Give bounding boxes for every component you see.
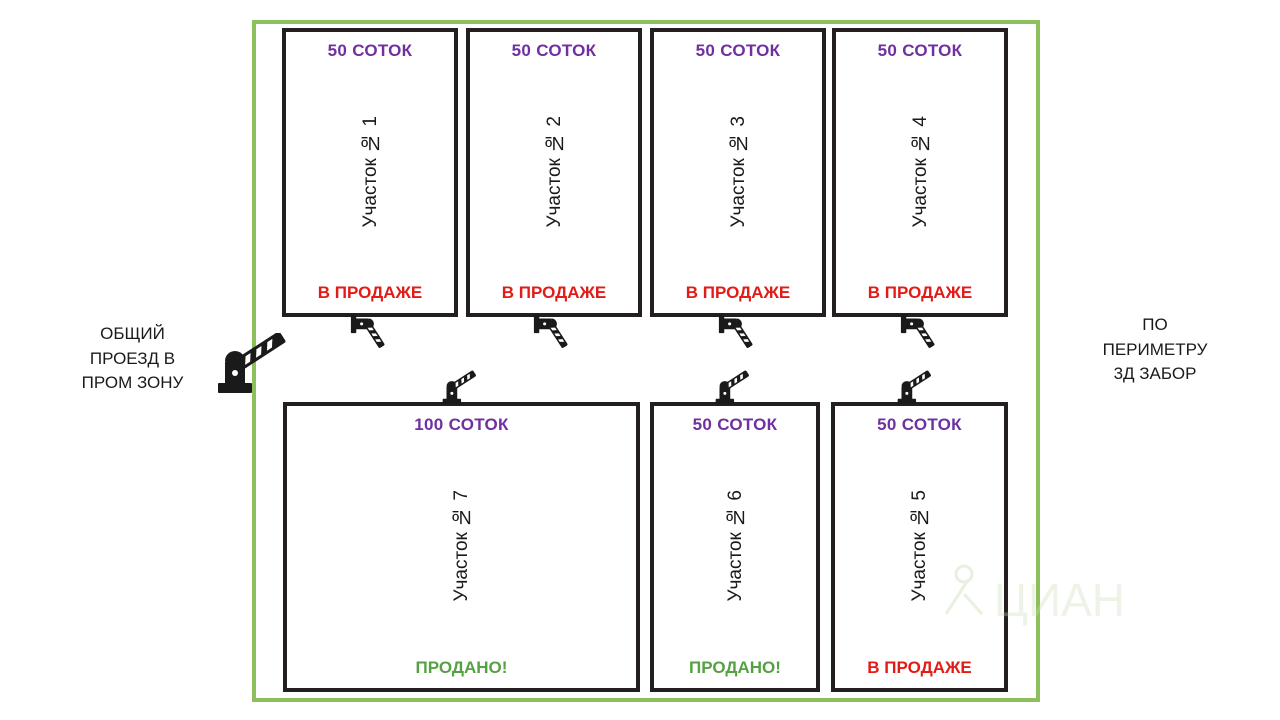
plot-name-label: Участок № 4: [909, 115, 931, 228]
plot-name-label: Участок № 3: [727, 115, 749, 228]
plot-name-label: Участок № 6: [724, 490, 746, 602]
perimeter-fence-caption: ПО ПЕРИМЕТРУ 3Д ЗАБОР: [1102, 315, 1208, 384]
plot-card-7[interactable]: 100 СОТОК Участок № 7 ПРОДАНО!: [283, 402, 640, 692]
plot-card-5[interactable]: 50 СОТОК Участок № 5 В ПРОДАЖЕ: [831, 402, 1008, 692]
plot-name-container: Участок № 4: [840, 59, 1000, 284]
plot-card-3[interactable]: 50 СОТОК Участок № 3 В ПРОДАЖЕ: [650, 28, 826, 317]
barrier-gate-icon[interactable]: [897, 307, 937, 353]
plot-area-label: 100 СОТОК: [414, 415, 509, 434]
plot-name-label: Участок № 7: [451, 490, 472, 602]
barrier-gate-icon[interactable]: [890, 368, 936, 408]
plot-name-container: Участок № 7: [291, 433, 632, 659]
barrier-gate-icon[interactable]: [435, 368, 481, 408]
plot-status-badge: В ПРОДАЖЕ: [501, 283, 607, 302]
entrance-caption: ОБЩИЙ ПРОЕЗД В ПРОМ ЗОНУ: [81, 324, 184, 393]
plot-name-label: Участок № 1: [359, 115, 381, 228]
plot-card-2[interactable]: 50 СОТОК Участок № 2 В ПРОДАЖЕ: [466, 28, 642, 317]
plot-name-container: Участок № 2: [474, 59, 634, 284]
plot-card-1[interactable]: 50 СОТОК Участок № 1 В ПРОДАЖЕ: [282, 28, 458, 317]
plot-name-label: Участок № 5: [909, 490, 930, 602]
barrier-gate-icon[interactable]: [708, 368, 754, 408]
plot-status-badge: В ПРОДАЖЕ: [317, 283, 423, 302]
plot-status-badge: ПРОДАНО!: [415, 658, 508, 677]
plot-area-label: 50 СОТОК: [692, 415, 778, 434]
plot-status-badge: В ПРОДАЖЕ: [867, 283, 973, 302]
plot-status-badge: ПРОДАНО!: [689, 658, 781, 677]
plot-status-badge: В ПРОДАЖЕ: [685, 283, 791, 302]
plot-name-container: Участок № 6: [658, 433, 812, 659]
plot-area-label: 50 СОТОК: [511, 41, 597, 60]
plot-card-4[interactable]: 50 СОТОК Участок № 4 В ПРОДАЖЕ: [832, 28, 1008, 317]
plot-area-label: 50 СОТОК: [877, 41, 963, 60]
plot-name-label: Участок № 2: [543, 115, 565, 228]
barrier-gate-icon[interactable]: [347, 307, 387, 353]
barrier-gate-icon[interactable]: [530, 307, 570, 353]
plot-area-label: 50 СОТОК: [877, 415, 962, 434]
main-entrance-barrier-gate-icon[interactable]: [208, 333, 294, 397]
plot-name-container: Участок № 3: [658, 59, 818, 284]
plot-area-label: 50 СОТОК: [327, 41, 413, 60]
plot-area-label: 50 СОТОК: [695, 41, 781, 60]
barrier-gate-icon[interactable]: [715, 307, 755, 353]
plot-card-6[interactable]: 50 СОТОК Участок № 6 ПРОДАНО!: [650, 402, 820, 692]
plot-status-badge: В ПРОДАЖЕ: [867, 658, 972, 677]
plot-name-container: Участок № 5: [839, 433, 1000, 659]
plot-name-container: Участок № 1: [290, 59, 450, 284]
